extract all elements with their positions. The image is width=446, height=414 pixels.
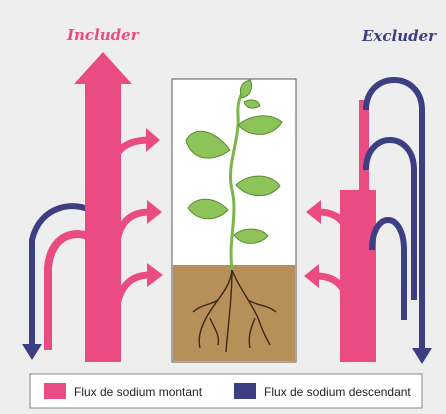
legend-label-down: Flux de sodium descendant bbox=[264, 385, 411, 399]
excluder-label: Excluder bbox=[361, 27, 437, 45]
excluder-main-trunk bbox=[340, 190, 376, 362]
includer-label: Includer bbox=[66, 26, 140, 44]
legend-swatch-up bbox=[44, 383, 66, 399]
legend: Flux de sodium montant Flux de sodium de… bbox=[30, 374, 422, 408]
soil bbox=[173, 265, 295, 361]
legend-swatch-down bbox=[234, 383, 256, 399]
legend-label-up: Flux de sodium montant bbox=[74, 385, 203, 399]
plant-box bbox=[172, 79, 296, 362]
